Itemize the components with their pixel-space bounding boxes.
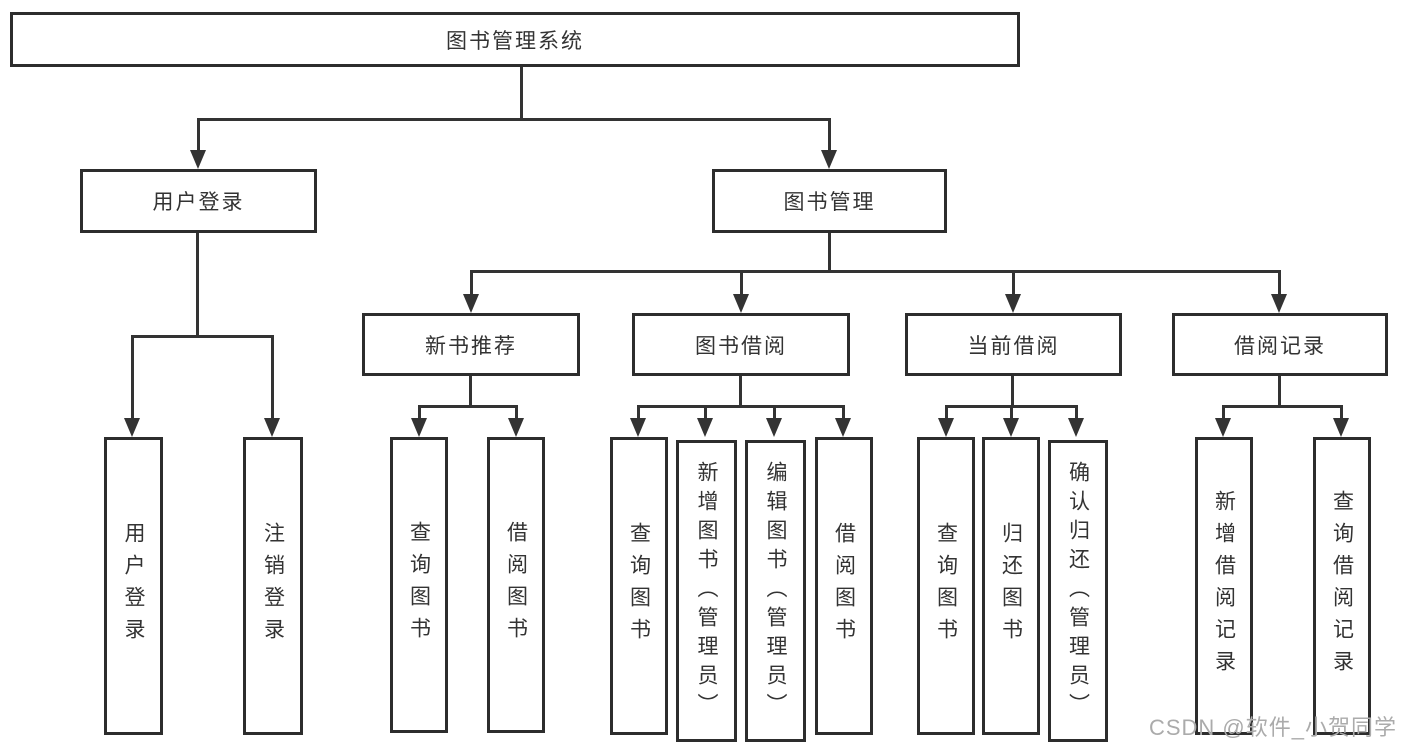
connector-line: [739, 376, 742, 407]
connector-line: [197, 118, 831, 121]
connector-line: [740, 270, 743, 295]
connector-line: [945, 405, 948, 419]
connector-line: [470, 270, 1281, 273]
arrow-down-icon: [1215, 418, 1231, 437]
arrow-down-icon: [1333, 418, 1349, 437]
arrow-down-icon: [697, 418, 713, 437]
leaf-query-books: 查询图书: [390, 437, 448, 733]
leaf-label: 新增借阅记录: [1212, 490, 1236, 682]
connector-line: [418, 405, 421, 419]
csdn-watermark: CSDN @软件_小贺同学: [1148, 715, 1397, 740]
arrow-down-icon: [733, 294, 749, 313]
arrow-down-icon: [938, 418, 954, 437]
leaf-label: 新增图书（管理员）: [695, 460, 718, 722]
leaf-query-borrow-record: 查询借阅记录: [1313, 437, 1371, 735]
leaf-label: 用户登录: [122, 522, 145, 650]
node-book-borrowing: 图书借阅: [632, 313, 850, 376]
leaf-label: 查询图书: [407, 521, 431, 649]
connector-line: [637, 405, 845, 408]
connector-line: [773, 405, 776, 419]
leaf-label: 确认归还（管理员）: [1066, 460, 1090, 722]
leaf-logout: 注销登录: [243, 437, 303, 735]
connector-line: [704, 405, 707, 419]
connector-line: [1012, 270, 1015, 295]
node-book-management: 图书管理: [712, 169, 947, 233]
connector-line: [197, 118, 200, 153]
leaf-add-books-admin: 新增图书（管理员）: [676, 440, 737, 742]
connector-line: [1222, 405, 1343, 408]
connector-line: [1278, 376, 1281, 407]
connector-line: [131, 335, 134, 418]
connector-line: [842, 405, 845, 419]
arrow-down-icon: [1005, 294, 1021, 313]
connector-line: [1222, 405, 1225, 419]
leaf-return-books: 归还图书: [982, 437, 1040, 735]
leaf-label: 编辑图书（管理员）: [764, 460, 787, 722]
connector-line: [828, 118, 831, 153]
arrow-down-icon: [463, 294, 479, 313]
arrow-down-icon: [1068, 418, 1084, 437]
connector-line: [418, 405, 518, 408]
connector-line: [637, 405, 640, 419]
connector-line: [1340, 405, 1343, 419]
connector-line: [1011, 376, 1014, 407]
node-current-borrowing: 当前借阅: [905, 313, 1122, 376]
arrow-down-icon: [1271, 294, 1287, 313]
leaf-label: 查询图书: [627, 522, 651, 650]
leaf-edit-books-admin: 编辑图书（管理员）: [745, 440, 806, 742]
arrow-down-icon: [264, 418, 280, 437]
leaf-borrow-books: 借阅图书: [487, 437, 545, 733]
leaf-confirm-return-admin: 确认归还（管理员）: [1048, 440, 1108, 742]
arrow-down-icon: [190, 150, 206, 169]
connector-line: [1010, 405, 1013, 419]
leaf-label: 借阅图书: [832, 522, 856, 650]
arrow-down-icon: [411, 418, 427, 437]
arrow-down-icon: [508, 418, 524, 437]
leaf-label: 查询借阅记录: [1330, 490, 1354, 682]
connector-line: [828, 233, 831, 272]
connector-line: [470, 270, 473, 295]
arrow-down-icon: [630, 418, 646, 437]
arrow-down-icon: [766, 418, 782, 437]
node-new-book-recommendation: 新书推荐: [362, 313, 580, 376]
node-library-management-system: 图书管理系统: [10, 12, 1020, 67]
leaf-label: 注销登录: [261, 522, 285, 650]
leaf-query-books: 查询图书: [917, 437, 975, 735]
node-user-login: 用户登录: [80, 169, 317, 233]
leaf-label: 查询图书: [934, 522, 958, 650]
connector-line: [1075, 405, 1078, 419]
leaf-query-books: 查询图书: [610, 437, 668, 735]
connector-line: [131, 335, 274, 338]
leaf-label: 借阅图书: [504, 521, 528, 649]
arrow-down-icon: [124, 418, 140, 437]
connector-line: [515, 405, 518, 419]
connector-line: [1278, 270, 1281, 295]
leaf-add-borrow-record: 新增借阅记录: [1195, 437, 1253, 735]
connector-line: [196, 233, 199, 337]
arrow-down-icon: [821, 150, 837, 169]
arrow-down-icon: [1003, 418, 1019, 437]
node-borrowing-records: 借阅记录: [1172, 313, 1388, 376]
connector-line: [469, 376, 472, 407]
connector-line: [271, 335, 274, 418]
leaf-user-login: 用户登录: [104, 437, 163, 735]
connector-line: [520, 67, 523, 118]
leaf-borrow-books: 借阅图书: [815, 437, 873, 735]
arrow-down-icon: [835, 418, 851, 437]
leaf-label: 归还图书: [999, 522, 1023, 650]
